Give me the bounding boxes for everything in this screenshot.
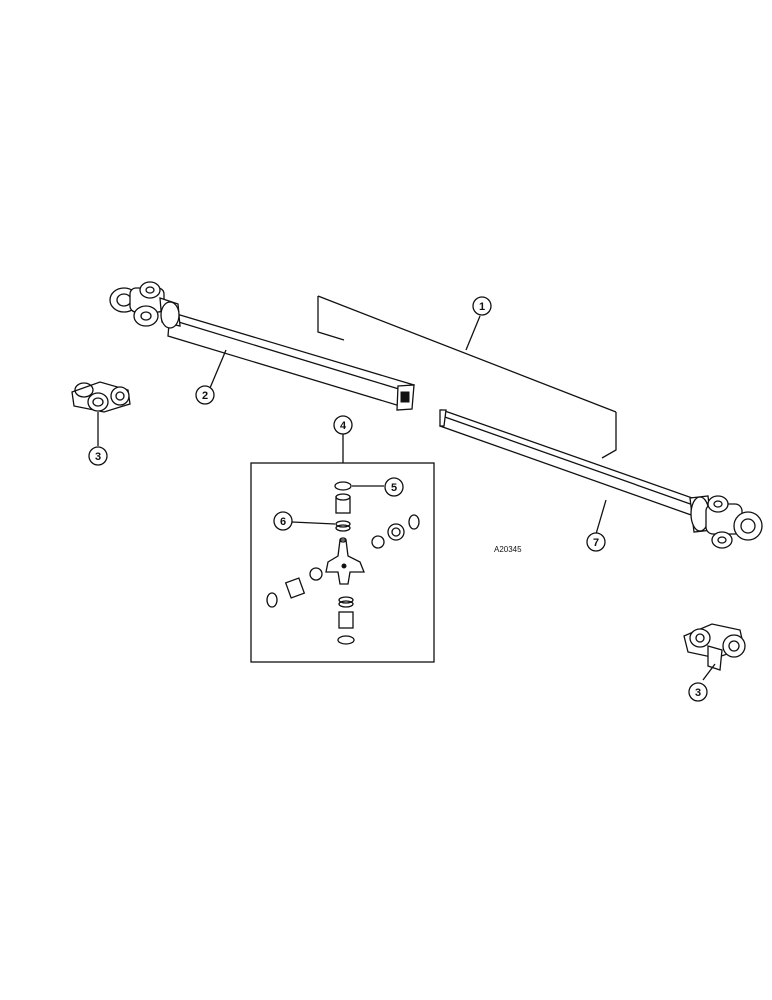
svg-text:3: 3 bbox=[695, 687, 701, 699]
svg-text:7: 7 bbox=[593, 537, 599, 549]
callout-3-right: 3 bbox=[688, 682, 708, 702]
svg-text:4: 4 bbox=[340, 420, 347, 432]
callout-4: 4 bbox=[333, 415, 353, 435]
svg-text:2: 2 bbox=[202, 390, 208, 402]
callout-7: 7 bbox=[586, 532, 606, 552]
journal-kit-box bbox=[250, 462, 435, 663]
yoke-right bbox=[683, 623, 746, 671]
leader-lines bbox=[97, 295, 716, 681]
callout-5: 5 bbox=[384, 477, 404, 497]
svg-text:5: 5 bbox=[391, 482, 397, 494]
callout-6: 6 bbox=[273, 511, 293, 531]
callout-1: 1 bbox=[472, 296, 492, 316]
svg-text:6: 6 bbox=[280, 516, 286, 528]
journal-cross bbox=[325, 537, 365, 585]
callout-3-left: 3 bbox=[88, 446, 108, 466]
yoke-left bbox=[71, 381, 131, 413]
universal-joint-lower-right bbox=[689, 495, 763, 549]
outer-shaft-half bbox=[109, 281, 415, 411]
svg-text:1: 1 bbox=[479, 301, 485, 313]
universal-joint-upper-left bbox=[109, 281, 181, 329]
callout-2: 2 bbox=[195, 385, 215, 405]
figure-reference: A20345 bbox=[494, 545, 522, 554]
inner-shaft-half bbox=[439, 409, 763, 549]
svg-text:3: 3 bbox=[95, 451, 101, 463]
